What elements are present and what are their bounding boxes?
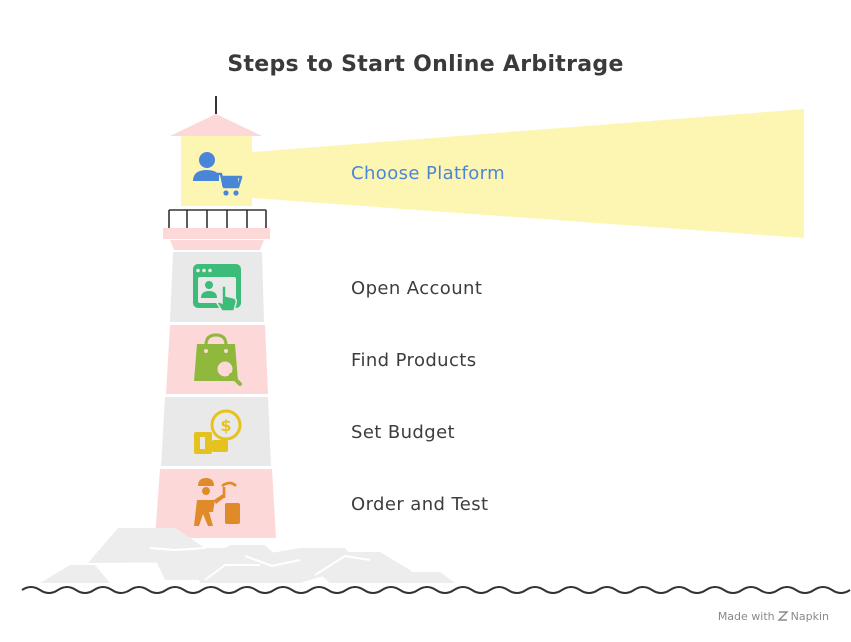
gallery-base bbox=[170, 240, 264, 250]
rock-edges bbox=[149, 547, 371, 581]
shopping-bag-search-icon bbox=[194, 333, 242, 386]
step-label-order-and-test: Order and Test bbox=[351, 494, 489, 515]
step-label-set-budget: Set Budget bbox=[351, 422, 456, 443]
diagram-title: Steps to Start Online Arbitrage bbox=[227, 52, 624, 77]
lighthouse-roof bbox=[170, 114, 262, 136]
lantern-railing bbox=[168, 209, 267, 228]
user-cart-icon bbox=[193, 152, 243, 196]
light-beam bbox=[252, 109, 804, 238]
sea-wave bbox=[21, 586, 851, 594]
step-label-find-products: Find Products bbox=[351, 350, 477, 371]
gallery-deck bbox=[163, 228, 270, 239]
lantern-room bbox=[181, 136, 252, 206]
tower-segment-4 bbox=[155, 469, 276, 538]
tower-segment-3 bbox=[161, 397, 271, 466]
credit-brand: Napkin bbox=[790, 610, 829, 623]
wallet-coin-icon: $ bbox=[194, 409, 242, 454]
napkin-logo-icon bbox=[777, 611, 789, 621]
account-window-icon bbox=[193, 264, 241, 312]
made-with-credit: Made with Napkin bbox=[718, 610, 829, 623]
svg-text:$: $ bbox=[220, 416, 231, 435]
credit-prefix: Made with bbox=[717, 610, 775, 623]
step-label-choose-platform: Choose Platform bbox=[351, 163, 506, 184]
worker-package-icon bbox=[194, 478, 240, 526]
step-label-open-account: Open Account bbox=[351, 278, 483, 299]
